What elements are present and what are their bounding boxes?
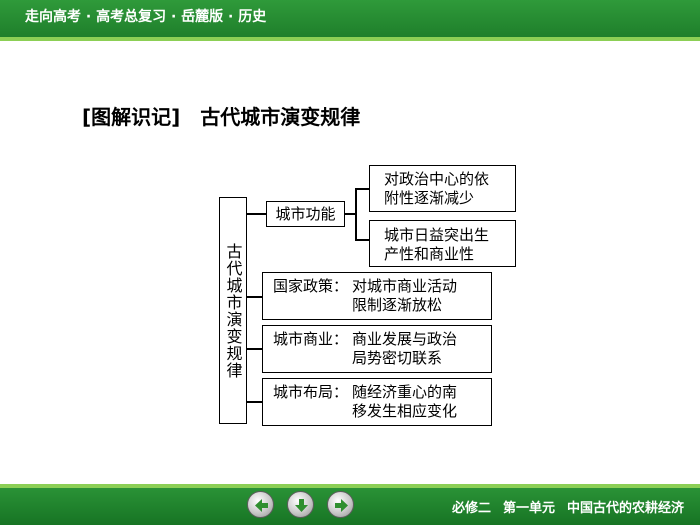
header-title: 走向高考 · 高考总复习 · 岳麓版 · 历史: [25, 9, 267, 25]
footer-divider: [0, 484, 700, 488]
node-city-function: 城市功能: [266, 201, 345, 227]
page-title: [图解识记] 古代城市演变规律: [82, 101, 360, 130]
connector-root-row1: [247, 296, 262, 298]
footer-course: 必修二: [451, 501, 491, 516]
prev-button[interactable]: [247, 491, 274, 518]
footer-unit: 第一单元: [502, 501, 555, 516]
footer-course-info: 必修二第一单元中国古代的农耕经济: [440, 497, 684, 516]
connector-function-branch: [345, 213, 355, 215]
header-bar: 走向高考 · 高考总复习 · 岳麓版 · 历史: [0, 0, 700, 37]
footer-unit-title: 中国古代的农耕经济: [566, 501, 684, 516]
down-arrow-icon: [295, 499, 308, 512]
diagram-root-node: 古代城市演变规律: [219, 197, 247, 424]
connector-branch-vertical: [355, 188, 357, 240]
connector-root-row3: [247, 401, 262, 403]
node-function-child-1: 对政治中心的依 附性逐渐减少: [369, 165, 516, 212]
node-city-layout: 城市布局： 随经济重心的南 移发生相应变化: [262, 378, 492, 426]
next-button[interactable]: [327, 491, 354, 518]
node-national-policy: 国家政策： 对城市商业活动 限制逐渐放松: [262, 272, 492, 320]
header-divider: [0, 37, 700, 41]
prev-arrow-icon: [255, 499, 268, 512]
down-button[interactable]: [287, 491, 314, 518]
connector-root-row2: [247, 348, 262, 350]
connector-branch-top: [355, 188, 369, 190]
node-function-child-2: 城市日益突出生 产性和商业性: [369, 220, 516, 267]
connector-root-function: [247, 213, 266, 215]
title-text: 古代城市演变规律: [200, 105, 361, 129]
connector-branch-bottom: [355, 239, 369, 241]
node-city-commerce: 城市商业： 商业发展与政治 局势密切联系: [262, 325, 492, 373]
next-arrow-icon: [335, 499, 348, 512]
title-tag: [图解识记]: [82, 105, 181, 129]
